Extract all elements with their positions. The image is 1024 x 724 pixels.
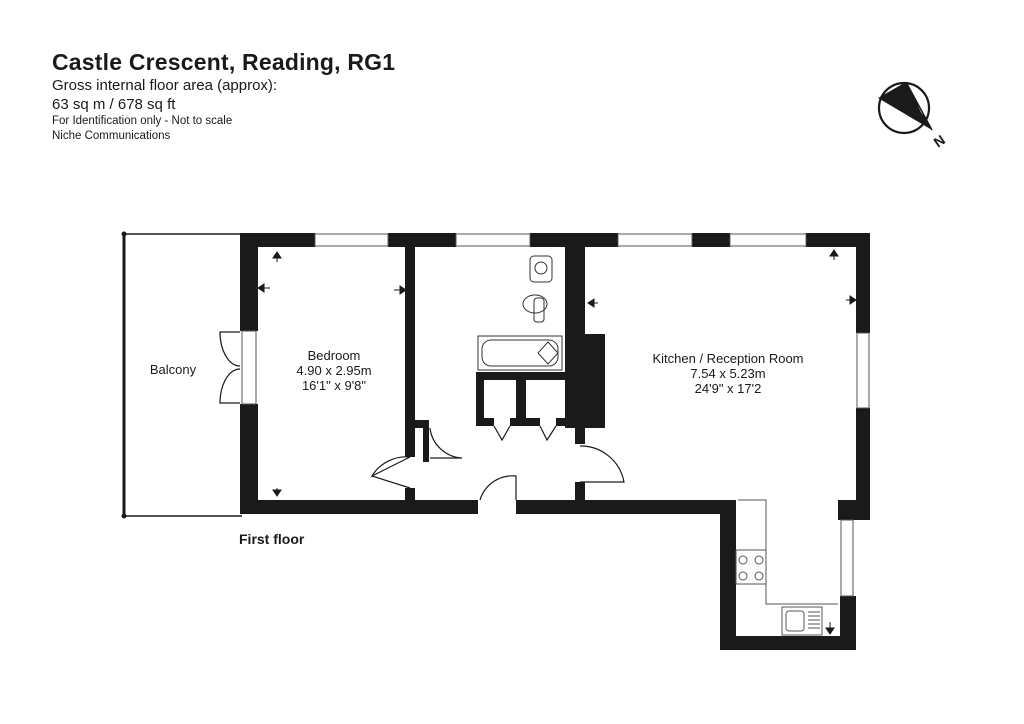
disclaimer: For Identification only - Not to scale — [52, 115, 233, 127]
area-value: 63 sq m / 678 sq ft — [52, 96, 176, 113]
agent-name: Niche Communications — [52, 130, 171, 142]
room-label-balcony: Balcony — [150, 362, 197, 377]
balcony-doors — [219, 331, 241, 404]
bathroom-fixtures — [477, 255, 563, 371]
compass-label: N — [931, 132, 948, 151]
header-block: Castle Crescent, Reading, RG1 Gross inte… — [52, 48, 395, 144]
floor-label: First floor — [239, 531, 305, 547]
room-size-bedroom-imperial: 16'1" x 9'8" — [302, 378, 366, 393]
north-arrow-icon: N — [877, 81, 948, 151]
property-title: Castle Crescent, Reading, RG1 — [52, 49, 396, 75]
windows — [241, 233, 870, 597]
room-size-kitchen-imperial: 24'9" x 17'2 — [695, 381, 762, 396]
measurement-arrows — [257, 249, 857, 635]
doors — [370, 425, 625, 501]
room-label-kitchen: Kitchen / Reception Room — [652, 351, 803, 366]
balcony — [121, 231, 242, 519]
room-label-bedroom: Bedroom — [308, 348, 361, 363]
room-size-kitchen-metric: 7.54 x 5.23m — [690, 366, 765, 381]
walls — [240, 233, 870, 650]
area-label: Gross internal floor area (approx): — [52, 77, 278, 94]
room-size-bedroom-metric: 4.90 x 2.95m — [296, 363, 371, 378]
kitchen-fixtures — [735, 499, 838, 636]
